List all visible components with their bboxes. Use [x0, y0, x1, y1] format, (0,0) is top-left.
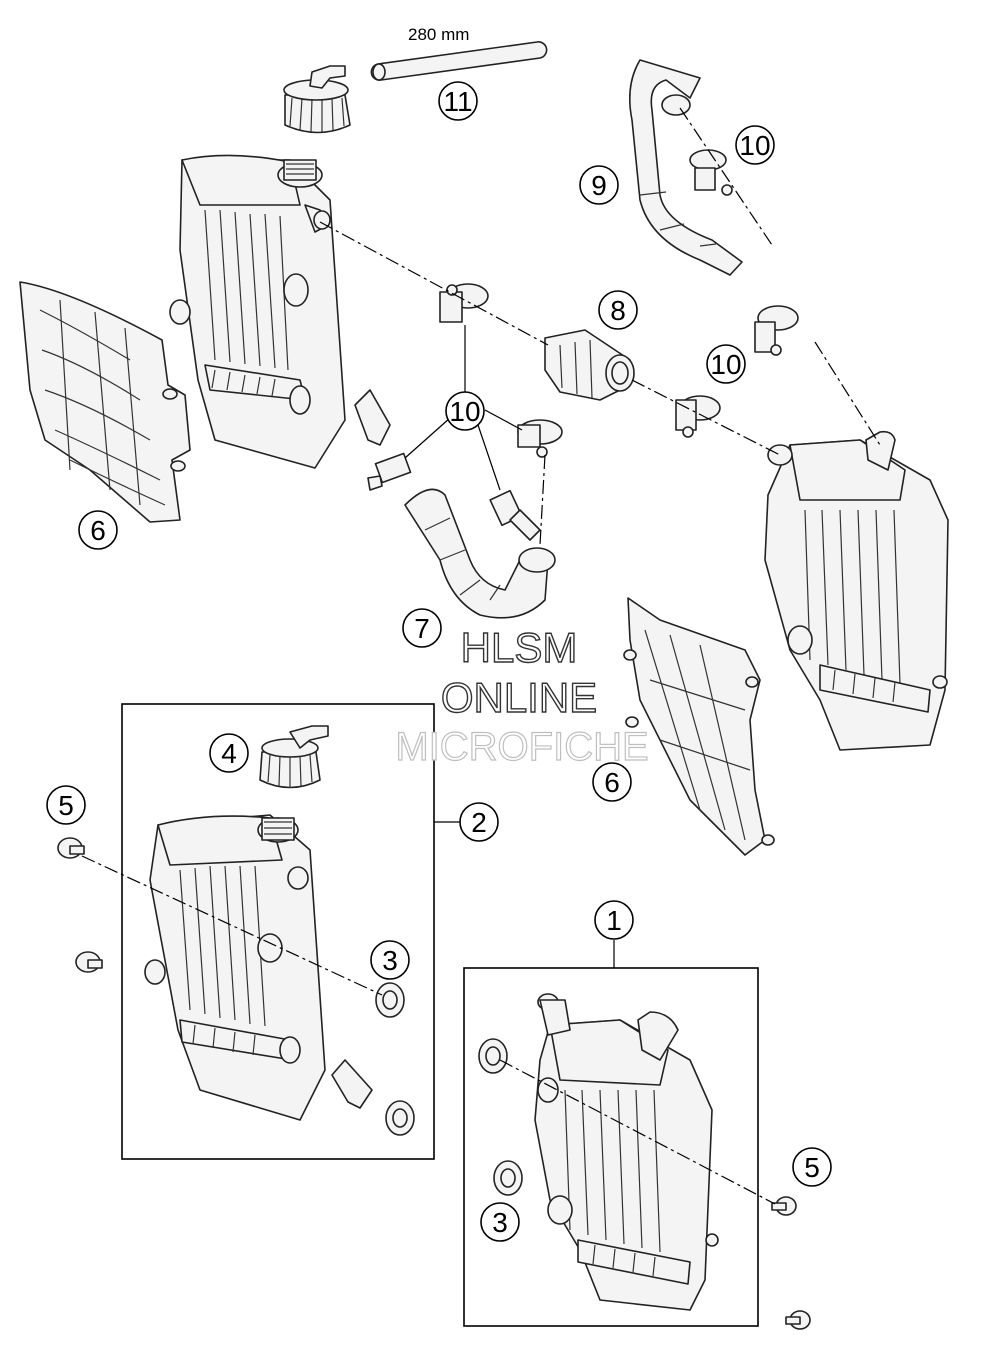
callout-8: 8: [598, 290, 638, 330]
callout-6-left: 6: [78, 510, 118, 550]
hose-clamp-10-top: [689, 149, 733, 196]
callout-6-right: 6: [592, 762, 632, 802]
hose-clamp-10-lower: [517, 419, 563, 458]
watermark-line-3: MICROFICHE: [395, 725, 648, 769]
svg-text:3: 3: [382, 945, 398, 976]
grommet-3-kit1-upper: [478, 1038, 508, 1074]
callout-9: 9: [579, 165, 619, 205]
callout-4: 4: [209, 733, 249, 773]
svg-text:7: 7: [414, 613, 430, 644]
radiator-cap-4: [259, 725, 329, 789]
hose-clamp-10-thermostat-right: [675, 395, 721, 438]
bolt-5-right-upper: [771, 1196, 797, 1216]
dimension-label: 280 mm: [408, 25, 469, 44]
assembly-line-kit2-bolt: [81, 855, 383, 996]
grommet-3-kit1-lower: [493, 1160, 523, 1196]
callout-3-kit2: 3: [370, 940, 410, 980]
callout-11: 11: [438, 81, 478, 121]
svg-text:6: 6: [604, 767, 620, 798]
grommet-3-kit2-lower: [385, 1100, 415, 1136]
bolt-5-right-lower: [785, 1310, 811, 1330]
grommet-3-kit2-upper: [375, 982, 405, 1018]
assembly-line-upper-hose-lower: [814, 341, 881, 446]
hose-clamp-10-mid-right: [754, 305, 799, 356]
hose-lower-7: [404, 488, 556, 619]
kit-frame-2: [121, 703, 435, 1160]
radiator-right-kit: [534, 993, 719, 1311]
svg-text:10: 10: [710, 349, 741, 380]
radiator-shroud-left: [19, 281, 191, 523]
hose-280mm: [370, 41, 548, 81]
callout-10-top: 10: [735, 125, 775, 165]
assembly-line-thermostat-right: [631, 379, 781, 456]
svg-text:6: 6: [90, 515, 106, 546]
hose-clamp-10-bleed: [367, 452, 412, 491]
watermark-line-2: ONLINE: [441, 674, 597, 721]
bolt-5-left-lower: [75, 951, 103, 973]
svg-text:2: 2: [471, 807, 487, 838]
assembly-line-kit1-bolt: [499, 1059, 776, 1205]
callout-10-right: 10: [706, 344, 746, 384]
svg-text:10: 10: [739, 130, 770, 161]
kit-frame-1: [463, 967, 759, 1327]
svg-text:8: 8: [610, 295, 626, 326]
svg-text:3: 3: [492, 1207, 508, 1238]
radiator-shroud-right: [623, 597, 775, 856]
leader-10-fitting: [477, 424, 501, 491]
radiator-left-kit: [144, 814, 373, 1121]
hose-clamp-10-thermostat-left: [439, 283, 489, 323]
assembly-line-lower-hose: [539, 454, 546, 546]
svg-text:10: 10: [449, 396, 480, 427]
radiator-left-upper: [169, 154, 391, 469]
leader-10-bleed: [404, 417, 451, 459]
svg-text:4: 4: [221, 738, 237, 769]
svg-text:11: 11: [443, 86, 472, 117]
svg-text:5: 5: [804, 1152, 820, 1183]
callout-1: 1: [594, 900, 634, 940]
leader-10-lower-clamp: [484, 409, 523, 431]
radiator-right-upper: [764, 430, 949, 751]
callout-5-left: 5: [46, 785, 86, 825]
svg-text:9: 9: [591, 170, 607, 201]
hose-upper-9: [629, 59, 743, 276]
callout-5-right: 5: [792, 1147, 832, 1187]
bolt-5-left-upper: [57, 837, 85, 859]
svg-text:1: 1: [606, 905, 622, 936]
callout-10-center: 10: [445, 391, 485, 431]
callout-3-kit1: 3: [480, 1202, 520, 1242]
svg-text:5: 5: [58, 790, 74, 821]
callout-7: 7: [402, 608, 442, 648]
assembly-line-upper-hose: [679, 107, 773, 246]
hose-clamp-10-fitting: [489, 489, 541, 541]
radiator-cap-top: [283, 65, 351, 134]
callout-2: 2: [459, 802, 499, 842]
watermark-line-1: HLSM: [461, 624, 578, 671]
assembly-line-upper-radiator: [319, 221, 549, 346]
thermostat-8: [544, 329, 635, 401]
